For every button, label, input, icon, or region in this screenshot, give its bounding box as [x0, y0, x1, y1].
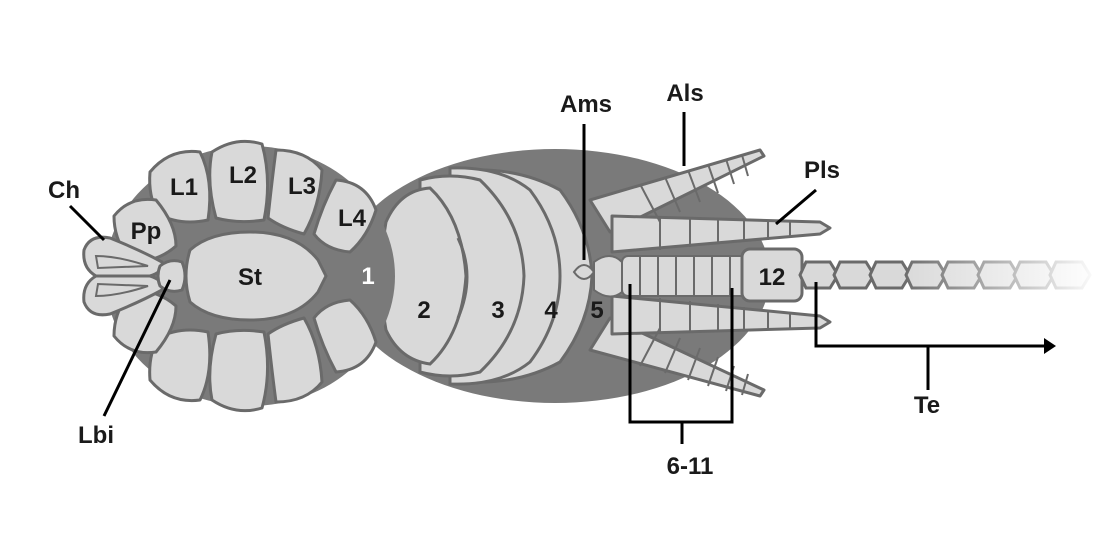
leg-lower-2: [208, 328, 270, 413]
te-arrowhead: [1044, 338, 1056, 354]
label-seg-5: 5: [590, 297, 603, 324]
lbi-leader: [102, 279, 172, 417]
label-seg-3: 3: [491, 297, 504, 324]
label-ams: Ams: [560, 91, 612, 118]
te-arrow-line: [814, 282, 1044, 348]
leg-l3: [266, 148, 324, 236]
label-st: St: [238, 264, 262, 291]
label-l3: L3: [288, 173, 316, 200]
label-pp: Pp: [131, 218, 162, 245]
segment-2-arc: [456, 237, 469, 319]
label-l4: L4: [338, 205, 367, 232]
als-upper: [588, 148, 766, 234]
label-te: Te: [914, 392, 940, 419]
labels: Ch Pp L1 L2 L3 L4 St Lbi 2 3 4 5 12 6-11…: [48, 80, 940, 480]
leg-l4: [312, 178, 378, 254]
label-lbi: Lbi: [78, 422, 114, 449]
leg-lower-4: [312, 298, 378, 374]
legs-upper: [112, 139, 378, 264]
abdomen-plates: [379, 166, 594, 386]
anal-tubercle: [593, 255, 623, 298]
label-als: Als: [666, 80, 703, 107]
label-seg-4: 4: [544, 297, 558, 324]
label-l2: L2: [229, 162, 257, 189]
label-seg-1: 1: [361, 263, 374, 290]
pedicel: [340, 256, 384, 296]
ams-notch: [572, 264, 596, 280]
labium: [156, 259, 187, 293]
label-ch: Ch: [48, 177, 80, 204]
pls-upper: [610, 214, 832, 254]
chelicera-fangs: [94, 254, 149, 298]
leader-lines: [68, 112, 1044, 444]
label-seg-12: 12: [759, 264, 786, 291]
sternum: [184, 230, 328, 322]
label-pls: Pls: [804, 157, 840, 184]
label-range: 6-11: [667, 453, 714, 480]
leg-lower-3: [266, 316, 324, 404]
segments-6-11: [621, 255, 749, 297]
leg-l2: [208, 139, 270, 224]
pls-lower: [610, 294, 832, 336]
tail-fade: [900, 255, 1100, 295]
ch-leader: [68, 204, 106, 242]
spinneret-segments: [639, 154, 791, 396]
als-lower: [588, 316, 766, 398]
spinnerets: [588, 148, 832, 398]
label-l1: L1: [170, 174, 198, 201]
pls-leader: [775, 188, 817, 226]
label-seg-2: 2: [417, 297, 430, 324]
